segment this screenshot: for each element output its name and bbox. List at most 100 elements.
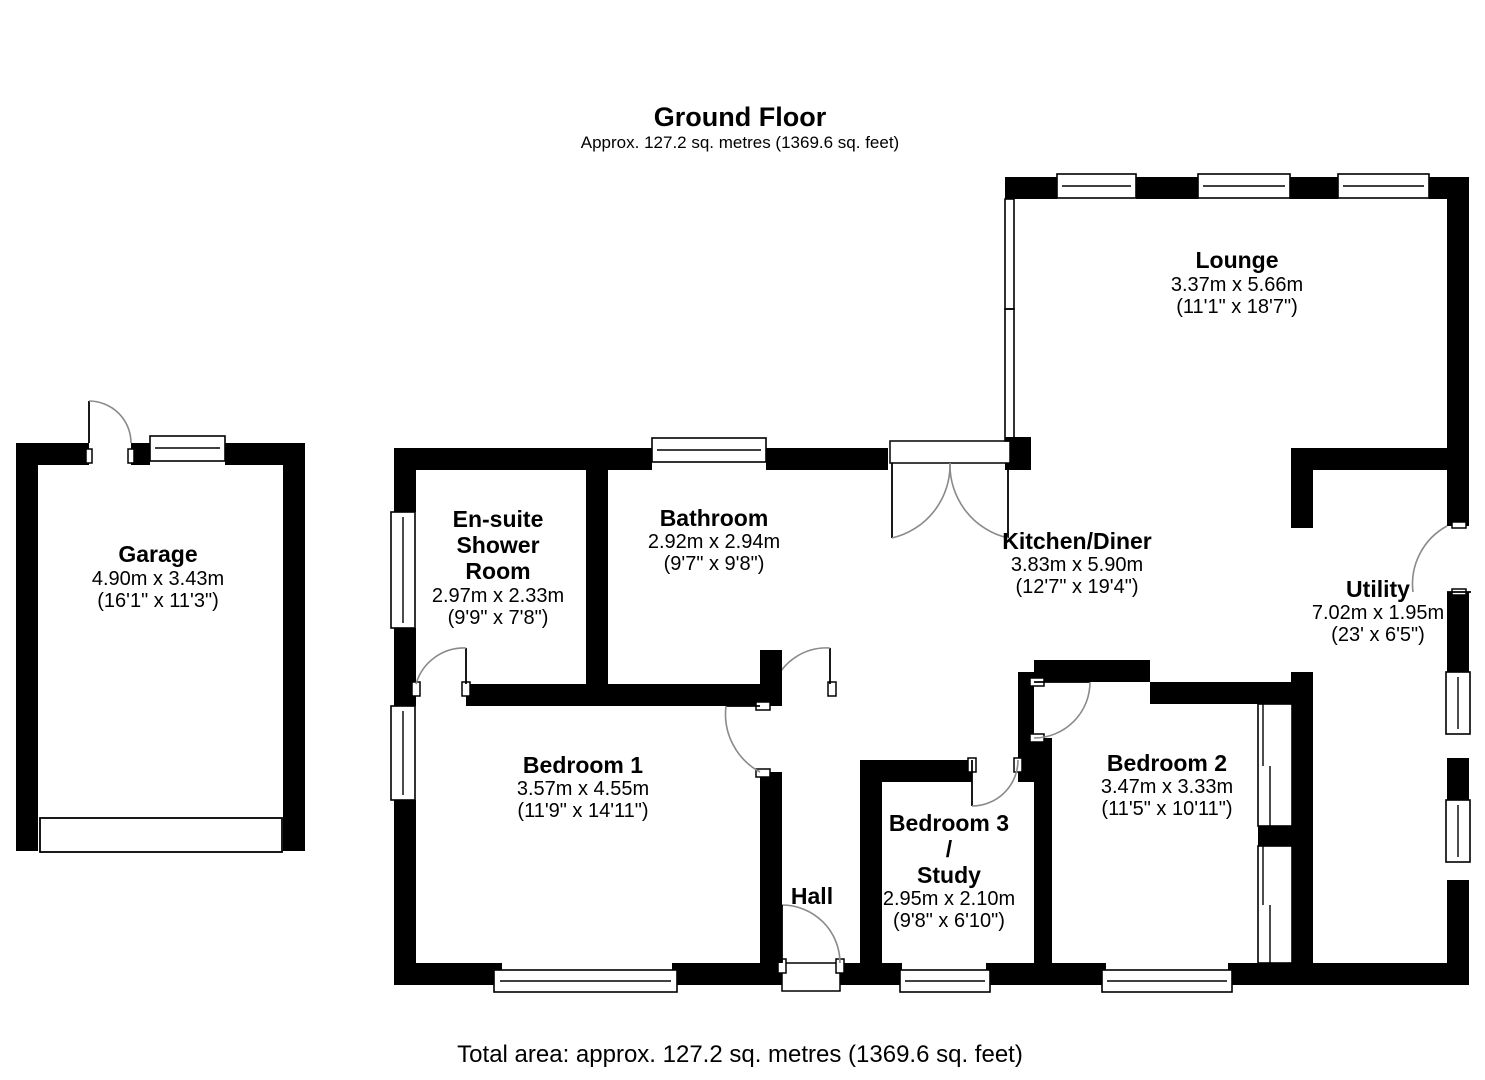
garage-front-window bbox=[149, 435, 226, 462]
bathroom-dim-metric: 2.92m x 2.94m bbox=[648, 531, 780, 553]
kitchen-diner-dim-imperial: (12'7" x 19'4") bbox=[1015, 576, 1138, 598]
partition-upper bbox=[1004, 198, 1015, 310]
bedroom-2-front-window bbox=[1101, 969, 1233, 993]
bedroom-2-dim-metric: 3.47m x 3.33m bbox=[1101, 776, 1233, 798]
utility-dim-metric: 7.02m x 1.95m bbox=[1312, 602, 1444, 624]
kitchen-diner-label-group: Kitchen/Diner 3.83m x 5.90m (12'7" x 19'… bbox=[1002, 528, 1152, 598]
lounge-window-1 bbox=[1056, 173, 1137, 199]
bedroom-3-door-opening bbox=[972, 760, 1018, 782]
en-suite-label-line1: En-suite bbox=[453, 506, 544, 532]
bathroom-door[interactable] bbox=[769, 647, 837, 706]
en-suite-window bbox=[390, 511, 416, 629]
house-wall-bottom-d bbox=[986, 963, 1106, 985]
en-suite-door[interactable] bbox=[411, 647, 471, 706]
bedroom-2-door-swing-arc bbox=[1033, 681, 1091, 739]
utility-window-1 bbox=[1445, 671, 1471, 735]
garage-label: Garage bbox=[118, 541, 197, 567]
garage-side-door-swing-arc bbox=[88, 400, 132, 444]
bedroom-3-study-label-group: Bedroom 3 / Study 2.95m x 2.10m (9'8" x … bbox=[883, 810, 1015, 932]
bathroom-dim-imperial: (9'7" x 9'8") bbox=[664, 553, 765, 575]
garage-side-door[interactable] bbox=[85, 400, 135, 465]
utility-label: Utility bbox=[1346, 576, 1410, 602]
bathroom-door-opening bbox=[774, 684, 830, 706]
bedroom-2-wall-left bbox=[1034, 760, 1052, 963]
kitchen-wall-corner-foot bbox=[1005, 448, 1031, 470]
partition-lower bbox=[1004, 308, 1015, 442]
bedroom-2-wardrobe-divider bbox=[1258, 826, 1292, 846]
bathroom-label: Bathroom bbox=[660, 505, 769, 531]
page-title: Ground Floor bbox=[654, 102, 827, 132]
bedroom-1-dim-metric: 3.57m x 4.55m bbox=[517, 778, 649, 800]
bedroom-2-label: Bedroom 2 bbox=[1107, 750, 1227, 776]
house-wall-bottom-a bbox=[394, 963, 502, 985]
bedroom-3-wall-left bbox=[860, 760, 882, 963]
bedroom-3-door[interactable] bbox=[967, 757, 1023, 807]
bedroom-2-door[interactable] bbox=[1029, 677, 1091, 743]
french-door-arc-right bbox=[949, 462, 1009, 539]
front-door-threshold bbox=[781, 962, 841, 992]
lounge-wall-top-c bbox=[1290, 177, 1338, 199]
en-suite-label-group: En-suite Shower Room 2.97m x 2.33m (9'9"… bbox=[432, 506, 564, 629]
utility-label-group: Utility 7.02m x 1.95m (23' x 6'5") bbox=[1312, 576, 1444, 646]
ensuite-bathroom-divider bbox=[586, 448, 608, 696]
bedroom-2-dim-imperial: (11'5" x 10'11") bbox=[1101, 798, 1232, 820]
bedroom-1-door[interactable] bbox=[724, 701, 782, 778]
bathroom-window bbox=[651, 437, 767, 463]
utility-window-2 bbox=[1445, 799, 1471, 863]
utility-door-jamb-top bbox=[1451, 521, 1467, 529]
lounge-utility-divider bbox=[1291, 448, 1469, 470]
garage-wall-top-right bbox=[225, 443, 305, 465]
garage-up-and-over-door[interactable] bbox=[39, 817, 283, 853]
utility-dim-imperial: (23' x 6'5") bbox=[1331, 624, 1425, 646]
bedroom-2-wall-corner bbox=[1034, 660, 1052, 682]
hall-label: Hall bbox=[791, 883, 833, 909]
hall-wall-upper bbox=[760, 650, 782, 706]
garage-side-door-jamb-right bbox=[127, 448, 135, 464]
bedroom-1-side-window bbox=[390, 705, 416, 801]
house-wall-left-b bbox=[394, 628, 416, 706]
bedroom-1-dim-imperial: (11'9" x 14'11") bbox=[517, 800, 648, 822]
garage-wall-right bbox=[283, 443, 305, 851]
kitchen-french-doors[interactable] bbox=[889, 440, 1011, 539]
garage-wall-top-mid bbox=[131, 443, 150, 465]
bedroom-1-label: Bedroom 1 bbox=[523, 752, 643, 778]
garage-block: Garage 4.90m x 3.43m (16'1" x 11'3") bbox=[16, 400, 305, 853]
page-subtitle: Approx. 127.2 sq. metres (1369.6 sq. fee… bbox=[581, 133, 899, 152]
bedroom-3-label-line3: Study bbox=[917, 862, 981, 888]
utility-external-door[interactable] bbox=[1411, 521, 1471, 596]
bedroom-2-wardrobe-upper bbox=[1257, 703, 1293, 827]
bathroom-door-jamb-right bbox=[827, 681, 837, 697]
en-suite-label-line3: Room bbox=[465, 558, 530, 584]
house-shell bbox=[390, 173, 1471, 993]
bedroom-1-door-swing-arc bbox=[724, 705, 761, 773]
total-area-footer: Total area: approx. 127.2 sq. metres (13… bbox=[457, 1041, 1023, 1068]
lounge-label: Lounge bbox=[1195, 247, 1278, 273]
en-suite-door-swing-arc bbox=[415, 647, 467, 685]
front-door[interactable] bbox=[777, 904, 845, 992]
bedroom-3-label-line1: Bedroom 3 bbox=[889, 810, 1009, 836]
bedroom-3-dim-imperial: (9'8" x 6'10") bbox=[893, 910, 1005, 932]
kitchen-diner-dim-metric: 3.83m x 5.90m bbox=[1011, 554, 1143, 576]
bedroom-3-wall-top-a bbox=[860, 760, 972, 782]
bathroom-door-swing-arc bbox=[773, 647, 831, 685]
lounge-window-2 bbox=[1197, 173, 1291, 199]
french-doors-frame bbox=[889, 440, 1011, 464]
en-suite-dim-imperial: (9'9" x 7'8") bbox=[448, 607, 549, 629]
bedroom-3-label-line2: / bbox=[946, 836, 953, 862]
lounge-label-group: Lounge 3.37m x 5.66m (11'1" x 18'7") bbox=[1171, 247, 1303, 318]
house-wall-right-upper bbox=[1447, 177, 1469, 526]
bedroom-2-label-group: Bedroom 2 3.47m x 3.33m (11'5" x 10'11") bbox=[1101, 750, 1233, 820]
bedroom-1-door-jamb-bottom bbox=[755, 768, 771, 778]
bedroom-2-door-opening bbox=[1034, 682, 1052, 738]
bathroom-bottom-wall bbox=[608, 684, 774, 706]
bedroom-2-wall-left-lower bbox=[1034, 738, 1052, 766]
kitchen-diner-label: Kitchen/Diner bbox=[1002, 528, 1152, 554]
bedroom-3-dim-metric: 2.95m x 2.10m bbox=[883, 888, 1015, 910]
bedroom-1-front-window bbox=[493, 969, 678, 993]
ensuite-bottom-wall bbox=[466, 684, 608, 706]
wing-wall-top-b bbox=[766, 448, 888, 470]
hall-wall-lower bbox=[760, 772, 782, 963]
garage-side-door-opening bbox=[89, 443, 131, 465]
garage-side-door-jamb-left bbox=[85, 448, 93, 464]
